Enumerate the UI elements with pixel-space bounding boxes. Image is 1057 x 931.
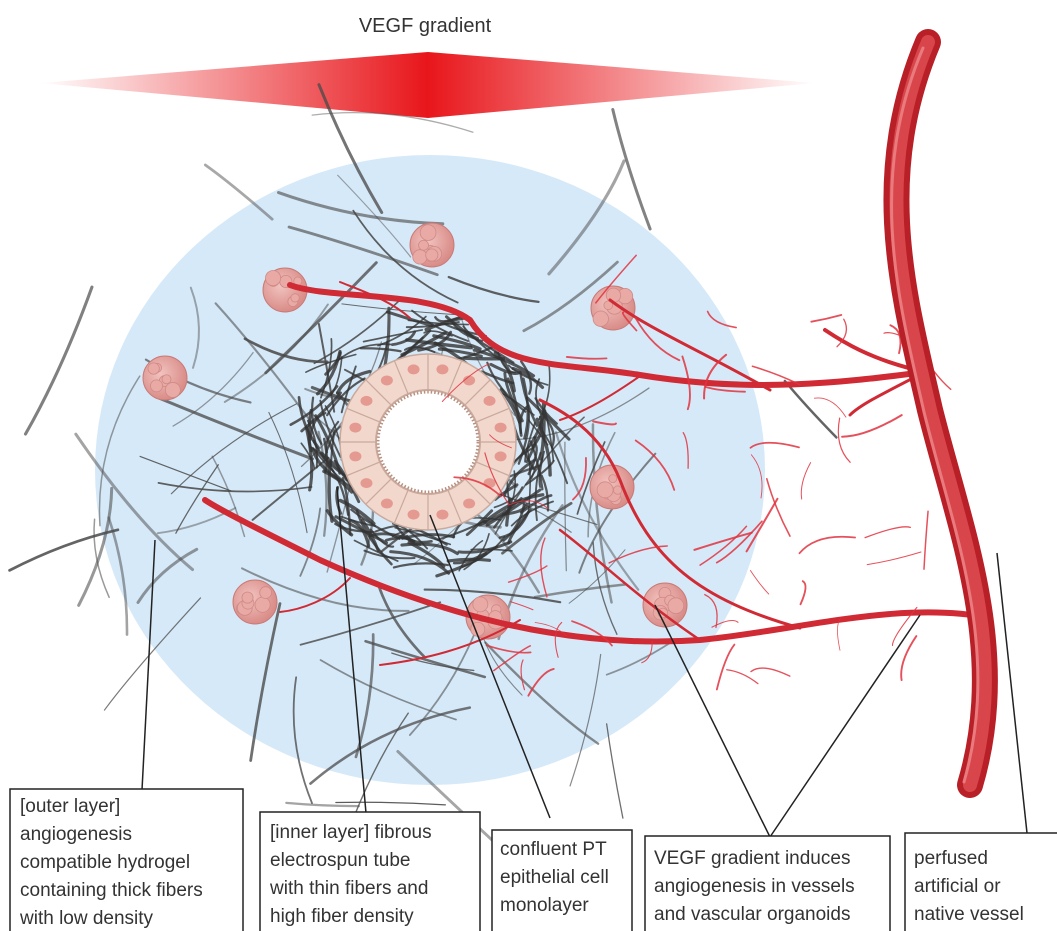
capillary bbox=[801, 463, 810, 499]
cell-nucleus bbox=[349, 423, 361, 433]
capillary bbox=[750, 570, 768, 594]
label-line: compatible hydrogel bbox=[20, 852, 190, 873]
svg-text:angiogenesis in vessels: angiogenesis in vessels bbox=[654, 876, 855, 897]
capillary bbox=[811, 315, 841, 322]
label-line: high fiber density bbox=[270, 906, 414, 927]
label-line: containing thick fibers bbox=[20, 880, 203, 901]
fiber-strand bbox=[26, 287, 92, 434]
label-line: monolayer bbox=[500, 895, 589, 916]
svg-text:angiogenesis: angiogenesis bbox=[20, 824, 132, 845]
cell-nucleus bbox=[360, 396, 372, 406]
label-line: angiogenesis bbox=[20, 824, 132, 845]
svg-text:[outer layer]: [outer layer] bbox=[20, 796, 120, 817]
label-line: [inner layer] fibrous bbox=[270, 822, 432, 843]
svg-text:and vascular organoids: and vascular organoids bbox=[654, 904, 850, 925]
cell-nucleus bbox=[349, 451, 361, 461]
cell-nucleus bbox=[408, 510, 420, 520]
label-line: native vessel bbox=[914, 904, 1024, 925]
cell-nucleus bbox=[484, 396, 496, 406]
vegf-gradient-shape bbox=[40, 52, 815, 118]
vascular-organoid bbox=[590, 465, 634, 509]
label-vegf-angiogenesis: VEGF gradient induces angiogenesis in ve… bbox=[645, 836, 890, 931]
svg-text:electrospun tube: electrospun tube bbox=[270, 850, 411, 871]
svg-text:compatible hydrogel: compatible hydrogel bbox=[20, 852, 190, 873]
label-outer-layer: [outer layer] angiogenesis compatible hy… bbox=[10, 789, 243, 931]
label-line: angiogenesis in vessels bbox=[654, 876, 855, 897]
svg-text:high fiber density: high fiber density bbox=[270, 906, 414, 927]
cell-nucleus bbox=[360, 478, 372, 488]
cell-nucleus bbox=[381, 499, 393, 509]
label-line: artificial or bbox=[914, 876, 1001, 897]
label-line: perfused bbox=[914, 848, 988, 869]
label-vessel: perfused artificial or native vessel bbox=[905, 833, 1057, 931]
capillary bbox=[867, 552, 921, 565]
label-line: epithelial cell bbox=[500, 867, 609, 888]
cell-nucleus bbox=[495, 423, 507, 433]
capillary bbox=[924, 511, 928, 569]
capillary bbox=[814, 398, 846, 417]
cell-nucleus bbox=[463, 499, 475, 509]
label-line: electrospun tube bbox=[270, 850, 411, 871]
capillary bbox=[837, 619, 840, 651]
label-line: with low density bbox=[19, 908, 154, 929]
label-line: VEGF gradient induces bbox=[654, 848, 850, 869]
capillary bbox=[767, 479, 790, 536]
svg-text:[inner layer] fibrous: [inner layer] fibrous bbox=[270, 822, 432, 843]
cell-nucleus bbox=[381, 375, 393, 385]
label-line: [outer layer] bbox=[20, 796, 120, 817]
capillary bbox=[717, 645, 735, 690]
capillary bbox=[842, 415, 902, 437]
svg-text:perfused: perfused bbox=[914, 848, 988, 869]
svg-text:epithelial cell: epithelial cell bbox=[500, 867, 609, 888]
svg-text:with thin fibers and: with thin fibers and bbox=[269, 878, 428, 899]
capillary bbox=[801, 581, 806, 604]
diagram-title: VEGF gradient bbox=[359, 15, 492, 37]
capillary bbox=[838, 418, 850, 462]
label-line: confluent PT bbox=[500, 839, 607, 860]
capillary bbox=[751, 668, 790, 676]
vascular-organoid bbox=[591, 286, 635, 330]
cell-nucleus bbox=[495, 451, 507, 461]
capillary bbox=[865, 527, 910, 538]
svg-text:VEGF gradient induces: VEGF gradient induces bbox=[654, 848, 850, 869]
label-epithelium: confluent PT epithelial cell monolayer bbox=[492, 830, 632, 931]
svg-text:artificial or: artificial or bbox=[914, 876, 1001, 897]
epithelial-monolayer bbox=[340, 354, 516, 530]
svg-text:confluent PT: confluent PT bbox=[500, 839, 607, 860]
vascular-organoid bbox=[233, 580, 277, 624]
vascular-organoid bbox=[143, 356, 187, 400]
label-line: and vascular organoids bbox=[654, 904, 850, 925]
cell-nucleus bbox=[436, 364, 448, 374]
vascular-organoid bbox=[410, 223, 454, 267]
fiber-strand bbox=[607, 724, 623, 818]
label-line: with thin fibers and bbox=[269, 878, 428, 899]
svg-text:monolayer: monolayer bbox=[500, 895, 589, 916]
fiber-strand bbox=[785, 381, 836, 437]
cell-nucleus bbox=[408, 364, 420, 374]
svg-text:with low density: with low density bbox=[19, 908, 154, 929]
perfused-vessel bbox=[892, 42, 985, 785]
cell-nucleus bbox=[436, 510, 448, 520]
svg-text:containing thick fibers: containing thick fibers bbox=[20, 880, 203, 901]
vascular-organoid bbox=[643, 583, 687, 627]
fiber-strand bbox=[286, 803, 358, 806]
fiber-strand bbox=[336, 802, 446, 805]
capillary bbox=[901, 636, 916, 680]
label-inner-layer: [inner layer] fibrous electrospun tube w… bbox=[260, 812, 480, 931]
svg-text:native vessel: native vessel bbox=[914, 904, 1024, 925]
capillary bbox=[799, 537, 855, 554]
capillary bbox=[727, 670, 758, 684]
fiber-strand bbox=[205, 165, 272, 219]
